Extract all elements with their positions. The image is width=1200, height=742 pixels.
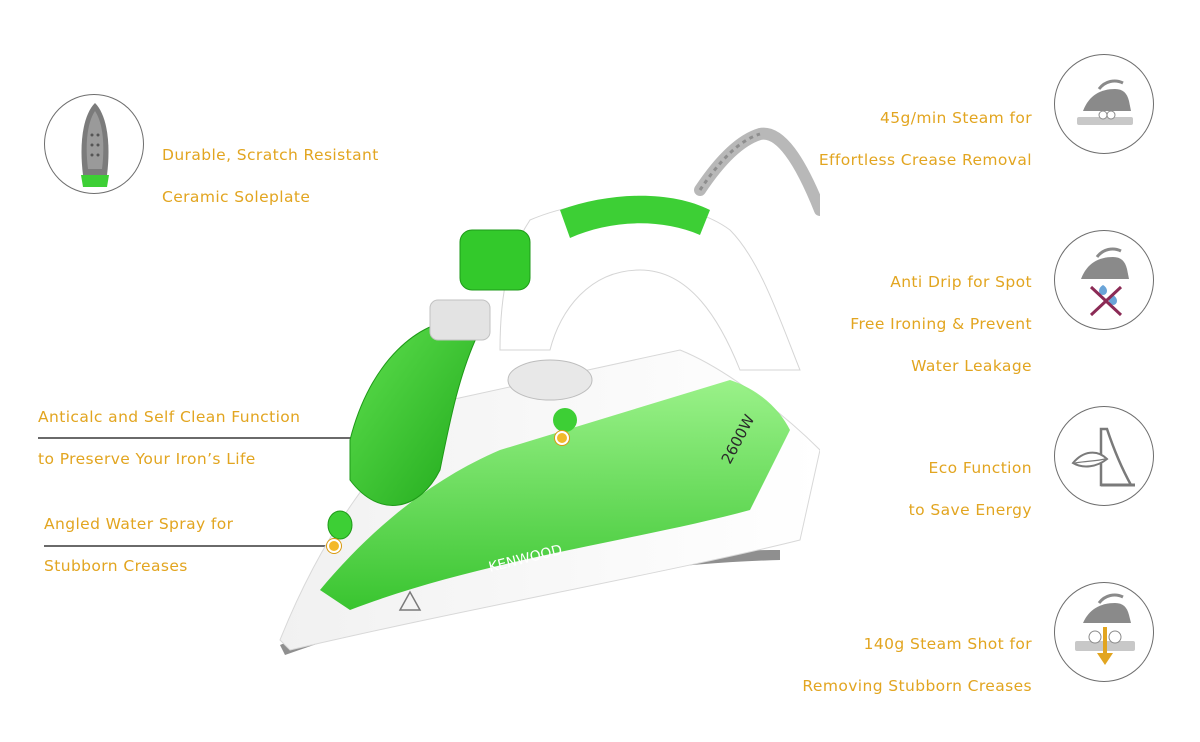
eco-leaf-icon: [1071, 427, 1135, 487]
anticalc-hotspot-dot: [555, 431, 569, 445]
eco-line-2: to Save Energy: [908, 501, 1032, 519]
steam-iron-product-image: KENWOOD 2600W: [279, 127, 820, 655]
steam-shot-line-2: Removing Stubborn Creases: [802, 677, 1032, 695]
spray-feature-text: Angled Water Spray for Stubborn Creases: [44, 493, 233, 598]
anti-drip-feature-text: Anti Drip for Spot Free Ironing & Preven…: [732, 251, 1032, 398]
spray-leader-line: [44, 545, 329, 547]
eco-badge: [1054, 406, 1154, 506]
eco-line-1: Eco Function: [928, 459, 1032, 477]
anticalc-leader-line: [38, 437, 556, 439]
steam-shot-feature-text: 140g Steam Shot for Removing Stubborn Cr…: [732, 613, 1032, 718]
anti-drip-icon: [1081, 247, 1129, 317]
anticalc-feature-text: Anticalc and Self Clean Function to Pres…: [38, 386, 300, 491]
spray-line-2: Stubborn Creases: [44, 557, 188, 575]
steam-shot-line-1: 140g Steam Shot for: [863, 635, 1032, 653]
soleplate-line-1: Durable, Scratch Resistant: [162, 146, 379, 164]
spray-hotspot-dot: [327, 539, 341, 553]
anti-drip-line-2: Free Ironing & Prevent: [850, 315, 1032, 333]
soleplate-line-2: Ceramic Soleplate: [162, 188, 311, 206]
steam-badge: [1054, 54, 1154, 154]
steam-line-1: 45g/min Steam for: [879, 109, 1032, 127]
anti-drip-badge: [1054, 230, 1154, 330]
steam-iron-icon: [1077, 79, 1133, 125]
anticalc-line-2: to Preserve Your Iron’s Life: [38, 450, 256, 468]
spray-line-1: Angled Water Spray for: [44, 515, 234, 533]
anticalc-line-1: Anticalc and Self Clean Function: [38, 408, 301, 426]
steam-shot-badge: [1054, 582, 1154, 682]
soleplate-feature-text: Durable, Scratch Resistant Ceramic Solep…: [162, 124, 379, 229]
soleplate-badge: [44, 94, 144, 194]
eco-feature-text: Eco Function to Save Energy: [732, 437, 1032, 542]
steam-line-2: Effortless Crease Removal: [818, 151, 1032, 169]
anti-drip-line-3: Water Leakage: [911, 357, 1032, 375]
steam-feature-text: 45g/min Steam for Effortless Crease Remo…: [732, 87, 1032, 192]
anti-drip-line-1: Anti Drip for Spot: [890, 273, 1032, 291]
steam-shot-icon: [1075, 593, 1135, 665]
soleplate-icon: [81, 103, 109, 187]
